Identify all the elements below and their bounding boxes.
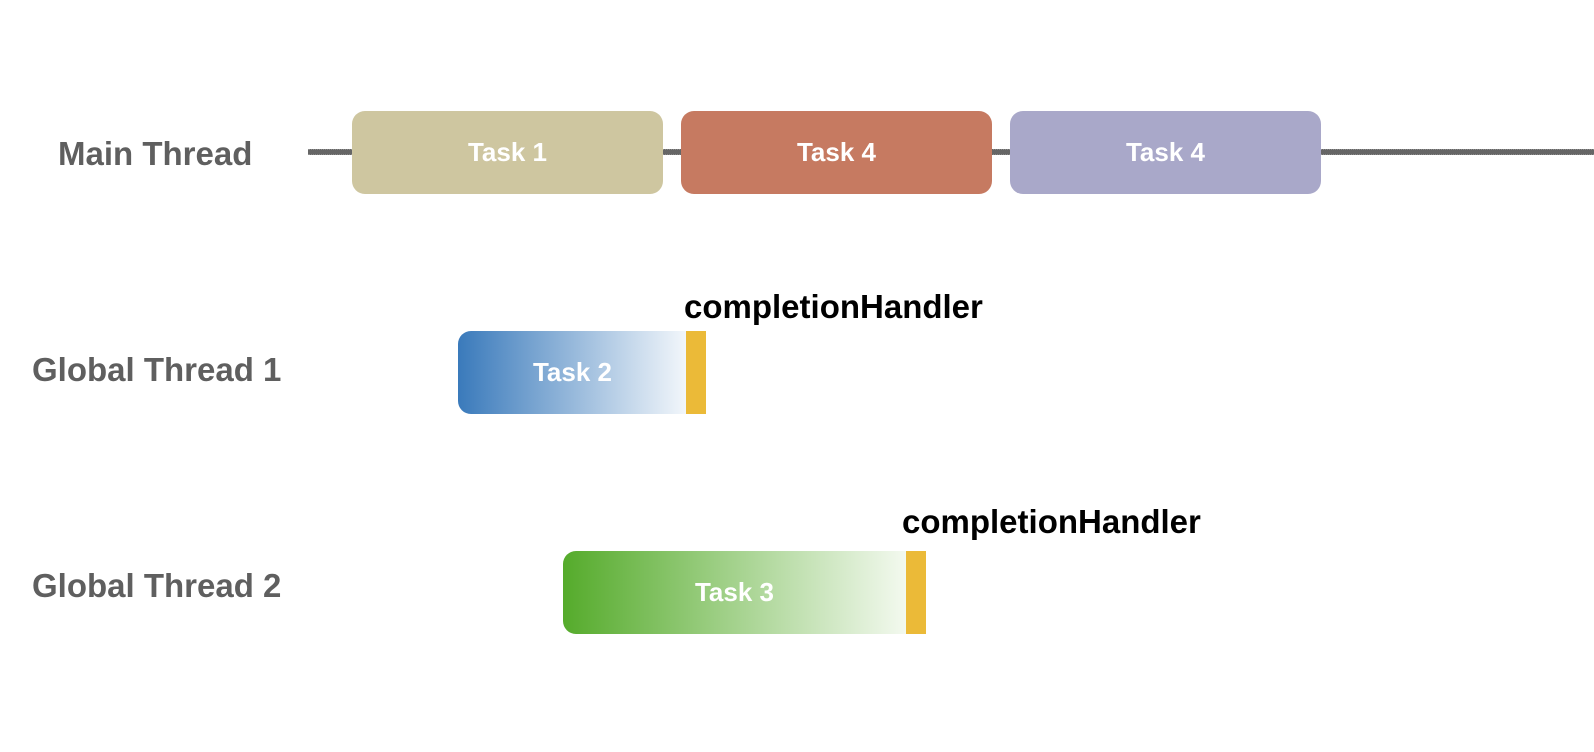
global-thread-2-task: Task 3 (563, 551, 906, 634)
main-task-1: Task 1 (352, 111, 663, 194)
main-task-2: Task 4 (681, 111, 992, 194)
global-thread-2-handler-block (906, 551, 926, 634)
main-task-3: Task 4 (1010, 111, 1321, 194)
global-thread-1-task: Task 2 (458, 331, 687, 414)
global-thread-2-label: Global Thread 2 (32, 567, 282, 604)
global-thread-1-label: Global Thread 1 (32, 351, 282, 388)
global-thread-2-handler-label: completionHandler (902, 503, 1201, 540)
global-thread-1-handler-label: completionHandler (684, 288, 983, 325)
global-thread-1-handler-block (686, 331, 706, 414)
main-thread-label: Main Thread (58, 135, 253, 172)
